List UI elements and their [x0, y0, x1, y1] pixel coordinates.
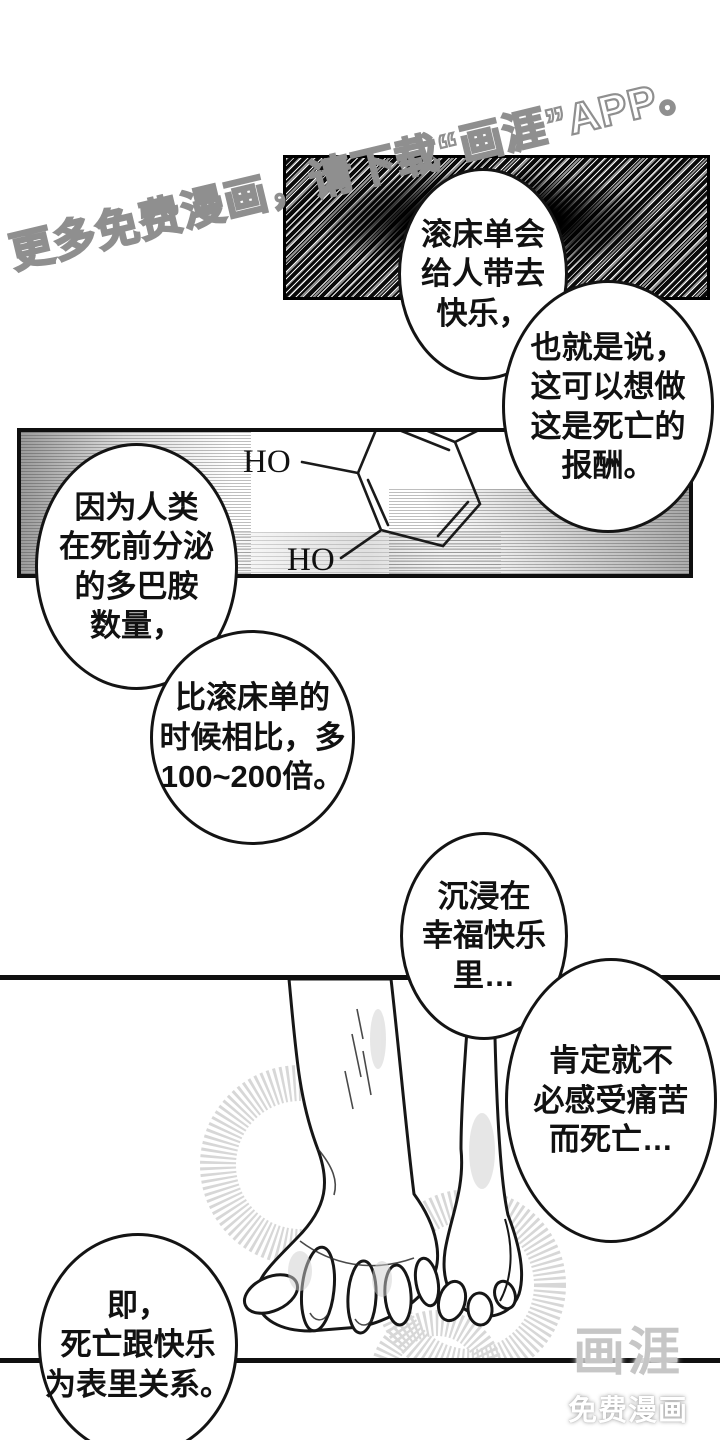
bubble-line: 死亡跟快乐 [60, 1327, 216, 1363]
toe [436, 1279, 468, 1323]
bubble-line: 沉浸在 [437, 878, 531, 914]
bubble-line: 滚床单会 [421, 216, 545, 252]
panel-border-bottom [0, 1358, 720, 1363]
bubble-line: 肯定就不 [549, 1043, 673, 1079]
app-logo-title: 画涯 [572, 1324, 683, 1382]
toe [346, 1259, 378, 1335]
bubble-line: 时候相比，多 [159, 719, 346, 755]
bubble-line: 为表里关系。 [45, 1366, 231, 1402]
bubble-line: 即， [107, 1287, 169, 1323]
feet-illustration [200, 979, 566, 1363]
panel-border-top [0, 975, 720, 980]
bubble-line: 的多巴胺 [74, 568, 199, 604]
speech-bubble-comparison: 比滚床单的 时候相比，多 100~200倍。 [150, 630, 355, 845]
app-logo: 画涯 免费漫画 [548, 1310, 708, 1429]
bubble-line: 这可以想做 [530, 369, 686, 405]
speech-bubble-reward: 也就是说， 这可以想做 这是死亡的 报酬。 [502, 280, 714, 533]
bubble-line: 快乐， [436, 295, 530, 331]
bubble-line: 这是死亡的 [530, 408, 686, 444]
app-logo-subtitle: 免费漫画 [567, 1395, 688, 1427]
ho-label-top: HO [243, 444, 291, 480]
bubble-line: 必感受痛苦 [533, 1082, 689, 1118]
speech-bubble-no-pain: 肯定就不 必感受痛苦 而死亡… [505, 958, 717, 1243]
bubble-line: 比滚床单的 [175, 680, 330, 716]
bubble-line: 幸福快乐 [422, 918, 546, 954]
halftone-ring [371, 1310, 503, 1363]
bubble-line: 在死前分泌 [59, 529, 214, 565]
bubble-line: 给人带去 [421, 256, 545, 292]
bubble-line: 而死亡… [549, 1122, 673, 1158]
bubble-line: 里… [453, 957, 515, 993]
speech-bubble-immersed: 沉浸在 幸福快乐 里… [400, 832, 568, 1040]
bubble-line: 因为人类 [74, 489, 199, 525]
bubble-line: 100~200倍。 [160, 759, 345, 795]
dopamine-structure-drawing: HO HO [243, 432, 482, 574]
bubble-line: 也就是说， [530, 329, 686, 365]
toe [466, 1291, 494, 1327]
ho-label-bottom: HO [287, 542, 335, 574]
bubble-line: 数量， [90, 607, 183, 643]
toe [413, 1256, 441, 1308]
toe [493, 1279, 517, 1311]
bubble-line: 报酬。 [561, 447, 655, 483]
speech-bubble-conclusion: 即， 死亡跟快乐 为表里关系。 [38, 1233, 238, 1440]
